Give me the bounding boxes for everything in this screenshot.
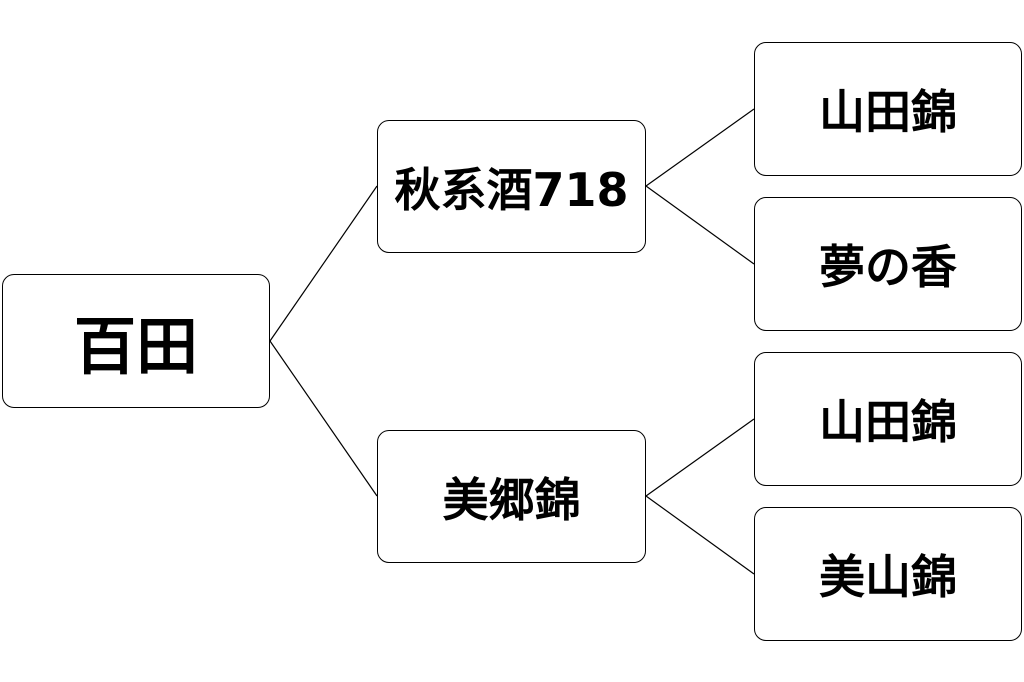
connector-branch-2-to-leaf-3 <box>645 418 755 497</box>
leaf-node-3: 山田錦 <box>754 352 1022 486</box>
connector-root-to-branch-1 <box>269 185 378 342</box>
connector-branch-2-to-leaf-4 <box>645 495 755 575</box>
root-node: 百田 <box>2 274 270 408</box>
branch-node-2: 美郷錦 <box>377 430 646 563</box>
leaf-node-3-label: 山田錦 <box>819 395 957 449</box>
leaf-node-4: 美山錦 <box>754 507 1022 641</box>
branch-node-1-label: 秋系酒718 <box>394 162 629 217</box>
leaf-node-2-label: 夢の香 <box>819 240 957 294</box>
connector-branch-1-to-leaf-2 <box>645 185 755 265</box>
leaf-node-1: 山田錦 <box>754 42 1022 176</box>
leaf-node-4-label: 美山錦 <box>819 550 957 604</box>
leaf-node-1-label: 山田錦 <box>819 85 957 139</box>
branch-node-2-label: 美郷錦 <box>442 472 581 527</box>
branch-node-1: 秋系酒718 <box>377 120 646 253</box>
leaf-node-2: 夢の香 <box>754 197 1022 331</box>
root-node-label: 百田 <box>73 310 198 383</box>
connector-branch-1-to-leaf-1 <box>645 108 755 187</box>
connector-root-to-branch-2 <box>269 340 378 497</box>
